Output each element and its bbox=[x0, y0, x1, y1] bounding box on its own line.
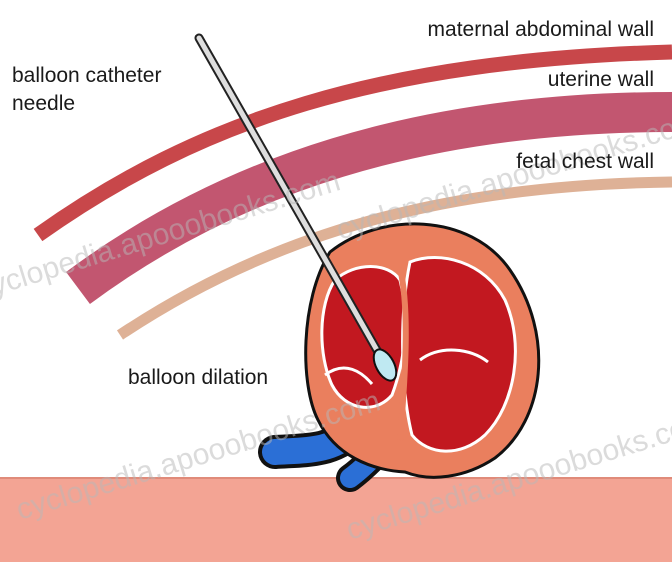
bottom-tissue-band bbox=[0, 478, 672, 562]
fetal-heart bbox=[304, 222, 541, 479]
heart-septum bbox=[397, 267, 409, 441]
heart-valve-left bbox=[324, 366, 374, 385]
watermark-text: cyclopedia.apooobooks.com bbox=[0, 164, 344, 306]
label-maternal-abdominal-wall: maternal abdominal wall bbox=[428, 18, 654, 41]
heart-valve-right bbox=[419, 348, 489, 364]
maternal-abdominal-wall bbox=[33, 44, 672, 242]
label-uterine-wall: uterine wall bbox=[548, 68, 654, 91]
label-balloon-dilation: balloon dilation bbox=[128, 366, 268, 389]
uterine-wall bbox=[66, 92, 672, 305]
balloon-catheter-needle bbox=[194, 33, 398, 382]
label-balloon-catheter: balloon catheter bbox=[12, 64, 161, 87]
label-needle: needle bbox=[12, 92, 75, 115]
dilation-balloon bbox=[372, 348, 398, 382]
heart-chamber-left bbox=[320, 265, 407, 409]
fetal-chest-wall bbox=[116, 176, 672, 340]
needle-shaft bbox=[196, 35, 381, 355]
label-fetal-chest-wall: fetal chest wall bbox=[516, 150, 654, 173]
